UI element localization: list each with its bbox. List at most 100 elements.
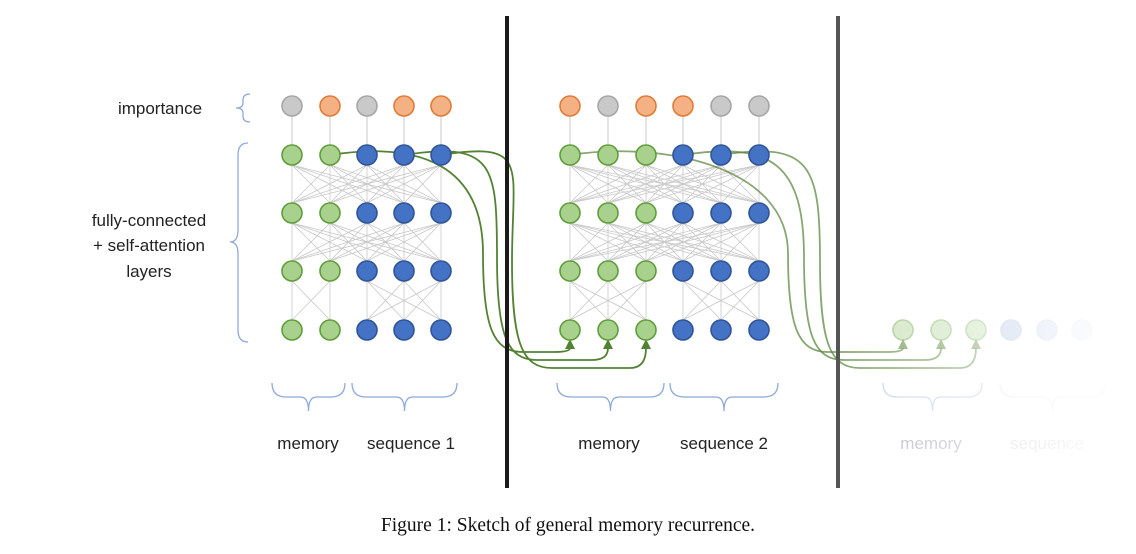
- group-brace: [556, 382, 665, 412]
- attention-connection: [569, 280, 609, 321]
- memory-label-1: memory: [277, 434, 339, 453]
- group-brace: [351, 382, 458, 412]
- importance-node-high: [559, 95, 581, 117]
- attention-connection: [682, 280, 760, 321]
- sequence-node: [356, 202, 378, 224]
- memory-node: [319, 319, 341, 341]
- fc-connection: [329, 164, 442, 204]
- importance-node-high: [430, 95, 452, 117]
- fc-connection: [645, 222, 760, 262]
- layers-label-line-3: layers: [126, 262, 171, 281]
- fc-connection: [569, 222, 647, 262]
- sequence-label-2: sequence 2: [680, 434, 768, 453]
- memory-node: [635, 144, 657, 166]
- sequence-node: [393, 319, 415, 341]
- importance-node-high: [319, 95, 341, 117]
- fc-connection: [569, 164, 609, 204]
- attention-connection: [682, 280, 722, 321]
- importance-node-low: [281, 95, 303, 117]
- fc-connection: [569, 164, 722, 204]
- sequence-node: [748, 144, 770, 166]
- fc-connection: [291, 222, 442, 262]
- memory-node: [319, 144, 341, 166]
- memory-node: [559, 260, 581, 282]
- memory-node: [597, 260, 619, 282]
- memory-node: [635, 202, 657, 224]
- group-brace: [271, 382, 346, 412]
- figure-caption: Figure 1: Sketch of general memory recur…: [381, 515, 755, 536]
- sequence-node: [393, 260, 415, 282]
- memory-node: [635, 319, 657, 341]
- fc-connection: [569, 164, 647, 204]
- importance-label: importance: [118, 99, 202, 118]
- memory-node: [597, 319, 619, 341]
- fc-connection: [291, 164, 442, 204]
- importance-node-low: [748, 95, 770, 117]
- importance-node-high: [635, 95, 657, 117]
- sequence-node: [748, 202, 770, 224]
- attention-connection: [366, 280, 442, 321]
- sequence-node: [710, 319, 732, 341]
- importance-node-low: [356, 95, 378, 117]
- recurrence-arrow-head: [603, 339, 613, 349]
- recurrence-arrow-path: [403, 150, 609, 361]
- fc-connection: [682, 222, 760, 262]
- memory-node: [281, 144, 303, 166]
- sequence-node: [430, 202, 452, 224]
- sequence-node: [672, 202, 694, 224]
- sequence-node: [748, 319, 770, 341]
- layers-label-line-2: + self-attention: [93, 236, 205, 255]
- fc-connection: [291, 164, 368, 204]
- fc-connection: [682, 164, 760, 204]
- fc-connection: [366, 164, 442, 204]
- fc-connection: [569, 222, 722, 262]
- attention-connection: [607, 280, 647, 321]
- memory-node: [559, 144, 581, 166]
- fc-connection: [291, 164, 331, 204]
- sequence-node: [672, 260, 694, 282]
- memory-node: [559, 202, 581, 224]
- network-nodes: [281, 95, 1093, 341]
- sequence-node: [710, 202, 732, 224]
- sequence-label-1: sequence 1: [367, 434, 455, 453]
- fc-connection: [720, 164, 760, 204]
- attention-connection: [291, 280, 331, 321]
- recurrence-arrow-path: [440, 150, 647, 369]
- recurrence-arrow-head: [565, 339, 575, 349]
- sequence-node: [356, 144, 378, 166]
- sequence-node: [672, 319, 694, 341]
- fc-connection: [291, 222, 405, 262]
- importance-brace: [235, 93, 251, 123]
- importance-node-high: [393, 95, 415, 117]
- fc-connection: [645, 164, 760, 204]
- recurrence-arrow-head: [641, 339, 651, 349]
- sequence-node: [748, 260, 770, 282]
- layers-label-line-1: fully-connected: [92, 211, 206, 230]
- attention-connection: [366, 280, 405, 321]
- importance-node-low: [710, 95, 732, 117]
- fc-connection: [329, 222, 442, 262]
- attention-connection: [569, 280, 647, 321]
- sequence-node: [430, 144, 452, 166]
- sequence-node: [393, 144, 415, 166]
- importance-node-low: [597, 95, 619, 117]
- group-brace: [669, 382, 779, 412]
- importance-node-high: [672, 95, 694, 117]
- recurrence-arrow-path: [329, 150, 571, 353]
- memory-node: [319, 202, 341, 224]
- sequence-node: [710, 260, 732, 282]
- memory-node: [597, 202, 619, 224]
- memory-node: [597, 144, 619, 166]
- memory-node: [281, 202, 303, 224]
- sequence-node: [430, 260, 452, 282]
- sequence-node: [356, 319, 378, 341]
- fc-connection: [569, 222, 684, 262]
- fc-connection: [569, 164, 684, 204]
- fc-connection: [569, 222, 609, 262]
- memory-node: [635, 260, 657, 282]
- memory-node: [319, 260, 341, 282]
- fc-connection: [720, 222, 760, 262]
- fc-connection: [403, 164, 442, 204]
- fc-connection: [607, 164, 760, 204]
- memory-label-2: memory: [578, 434, 640, 453]
